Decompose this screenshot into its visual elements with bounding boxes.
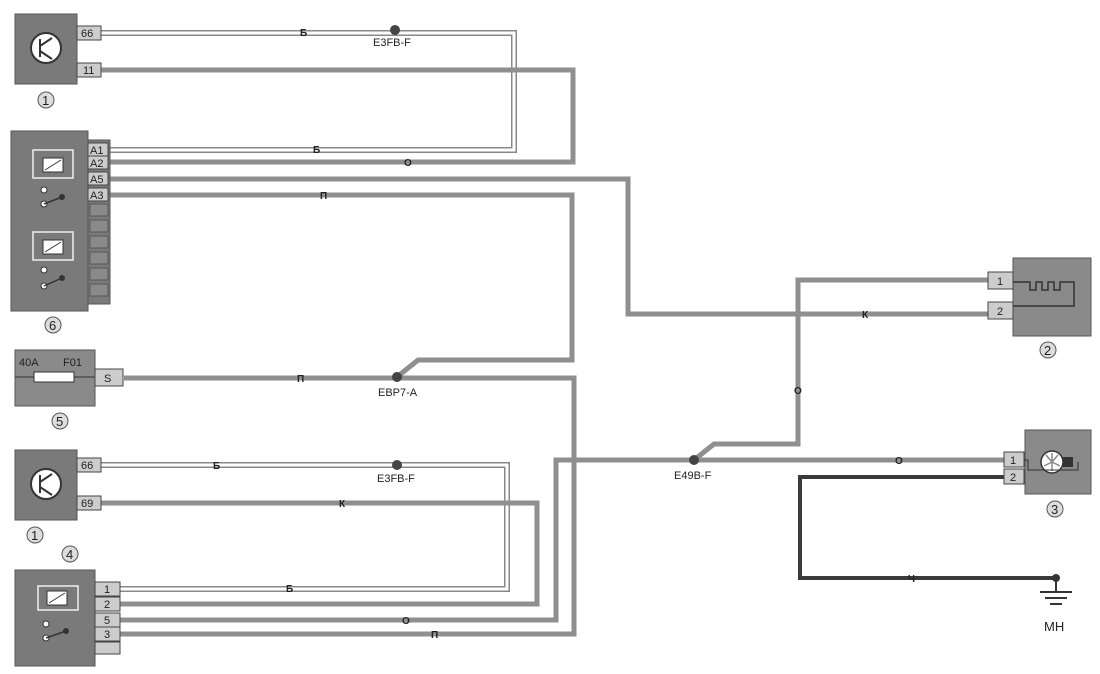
transistor-icon (30, 468, 62, 500)
c6-pin-a5: A5 (90, 174, 103, 186)
splice-dot-bottom (392, 460, 402, 470)
wire-a3 (108, 192, 575, 379)
c4-pin-3: 3 (104, 629, 110, 641)
wire-label-o-4: О (402, 616, 410, 627)
c3-pin-1: 1 (1010, 455, 1016, 467)
component-2: 1 2 2 (987, 257, 1092, 359)
c6-pin-a3: A3 (90, 190, 103, 202)
relay-icon-upper (32, 149, 74, 208)
c4-pin-5: 5 (104, 615, 110, 627)
splice-dot-mid (392, 372, 402, 382)
c3-pin-2: 2 (1010, 472, 1016, 484)
component-5-fuse: 40A F01 S 5 (14, 349, 124, 430)
wire-bot-69 (100, 500, 540, 607)
wire-label-b-4: Б (286, 584, 293, 595)
heater-element-icon (1013, 281, 1075, 307)
c3-number: 3 (1051, 502, 1058, 517)
wire-c3-1 (120, 457, 1004, 623)
wire-label-p-2: П (297, 374, 304, 385)
c1a-pin-11: 11 (83, 65, 94, 77)
wire-label-o-1: О (404, 158, 412, 169)
component-3: 1 2 3 (1003, 429, 1092, 518)
c1b-pin-66: 66 (81, 460, 93, 472)
c4-number: 4 (66, 547, 73, 562)
c6-pin-a1: A1 (90, 145, 103, 157)
relay-icon (37, 585, 79, 642)
component-1-bottom: 66 69 1 (14, 449, 102, 544)
wire-label-b-1: Б (300, 28, 307, 39)
wire-label-p-1: П (320, 191, 327, 202)
wire-top-11 (100, 67, 576, 165)
splice-label-top: E3FB-F (373, 37, 411, 49)
wire-bot-66 (100, 462, 510, 592)
splice-dot-top (390, 25, 400, 35)
wire-top-66 (100, 30, 517, 153)
splice-dot-right (689, 455, 699, 465)
c2-number: 2 (1044, 343, 1051, 358)
c4-pin-1: 1 (104, 584, 110, 596)
c6-pin-a2: A2 (90, 158, 103, 170)
c4-pin-2: 2 (104, 599, 110, 611)
c1b-pin-69: 69 (81, 498, 93, 510)
component-6: A1 A2 A5 A3 6 (10, 130, 111, 334)
ground-label: МН (1044, 619, 1064, 634)
c5-number: 5 (56, 414, 63, 429)
c2-pin-1: 1 (997, 276, 1003, 288)
splice-label-bottom: E3FB-F (377, 473, 415, 485)
wire-label-p-3: П (431, 630, 438, 641)
transistor-icon (30, 32, 62, 64)
fuse-rating: 40A (19, 357, 39, 369)
wire-c2-1 (692, 277, 988, 462)
component-4: 4 1 2 5 3 (14, 545, 121, 667)
wire-label-k-1: К (862, 310, 869, 321)
fuse-pin-s: S (104, 373, 111, 385)
splice-label-right: E49B-F (674, 470, 712, 482)
wire-label-b-3: Б (213, 461, 220, 472)
relay-icon-lower (32, 231, 74, 290)
wire-fuse-s (120, 375, 577, 637)
c6-number: 6 (49, 318, 56, 333)
fuse-icon (33, 371, 75, 383)
wire-a5 (108, 176, 988, 317)
wire-label-ch: Ч (908, 574, 915, 585)
wire-ground (798, 475, 1056, 580)
c1a-number: 1 (42, 93, 49, 108)
wire-label-o-2: О (794, 386, 802, 397)
wire-label-k-2: К (339, 499, 346, 510)
fan-icon (1040, 450, 1073, 474)
c1b-number: 1 (31, 528, 38, 543)
wire-label-o-3: О (895, 456, 903, 467)
splice-label-mid: EBP7-A (378, 387, 418, 399)
ground-symbol: МН (1040, 574, 1072, 634)
component-1-top: 66 11 1 (14, 13, 102, 109)
c1a-pin-66: 66 (81, 28, 93, 40)
c2-pin-2: 2 (997, 306, 1003, 318)
wire-label-b-2: Б (313, 145, 320, 156)
fuse-name: F01 (63, 357, 82, 369)
